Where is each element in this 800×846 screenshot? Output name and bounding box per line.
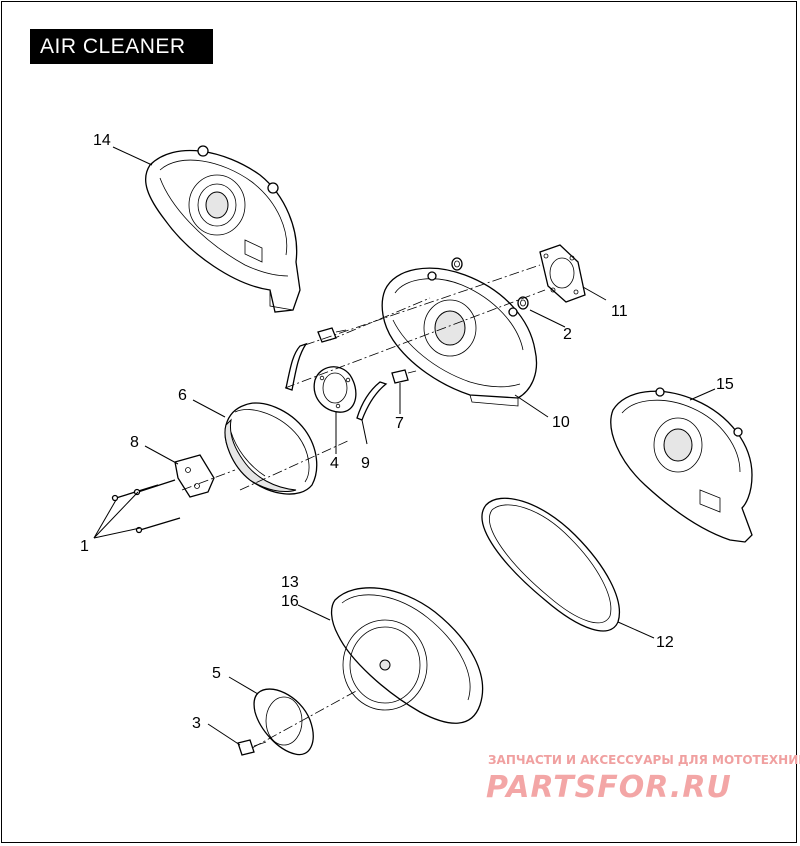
- callout-15: 15: [716, 376, 734, 393]
- callout-4: 4: [330, 455, 339, 472]
- callout-10: 10: [552, 414, 570, 431]
- callout-13: 13: [281, 574, 299, 591]
- callout-14: 14: [93, 132, 111, 149]
- callout-5: 5: [212, 665, 221, 682]
- page-title: AIR CLEANER: [30, 29, 213, 64]
- watermark-brand: PARTSFOR.RU: [486, 770, 732, 805]
- part-2-o-rings[interactable]: [451, 257, 529, 310]
- part-9-breather-hoses[interactable]: [285, 342, 388, 421]
- callout-1: 1: [80, 538, 89, 555]
- callout-12: 12: [656, 634, 674, 651]
- part-1-screws[interactable]: [111, 479, 181, 534]
- part-6-air-filter[interactable]: [224, 402, 318, 495]
- callout-labels: 14 2 11 10 15 6 8 1 4 9 7 12 13 16 5 3: [80, 132, 734, 732]
- watermark: ЗАПЧАСТИ И АКСЕССУАРЫ ДЛЯ МОТОТЕХНИКИ PA…: [486, 753, 800, 805]
- callout-2: 2: [563, 326, 572, 343]
- callout-11: 11: [611, 303, 628, 320]
- part-3-screw[interactable]: [237, 739, 267, 756]
- part-10-backplate[interactable]: [381, 267, 538, 407]
- callout-16: 16: [281, 593, 299, 610]
- callout-6: 6: [178, 387, 187, 404]
- assembly-lines: [181, 264, 546, 749]
- part-12-trim-ring[interactable]: [481, 497, 620, 632]
- part-15-backplate-alt[interactable]: [610, 387, 753, 543]
- leader-lines: [93, 146, 716, 746]
- part-14-backplate-housing[interactable]: [145, 145, 301, 313]
- callout-7: 7: [395, 415, 404, 432]
- part-11-gasket[interactable]: [539, 244, 586, 303]
- part-8-mounting-bracket[interactable]: [174, 454, 215, 498]
- part-4-gasket-ring[interactable]: [313, 366, 357, 413]
- part-5-gasket[interactable]: [253, 688, 314, 756]
- callout-8: 8: [130, 434, 139, 451]
- part-13-16-cover[interactable]: [330, 587, 484, 724]
- callout-9: 9: [361, 455, 370, 472]
- callout-3: 3: [192, 715, 201, 732]
- part-7-breather-bolts[interactable]: [317, 327, 417, 384]
- watermark-tagline: ЗАПЧАСТИ И АКСЕССУАРЫ ДЛЯ МОТОТЕХНИКИ: [488, 753, 800, 767]
